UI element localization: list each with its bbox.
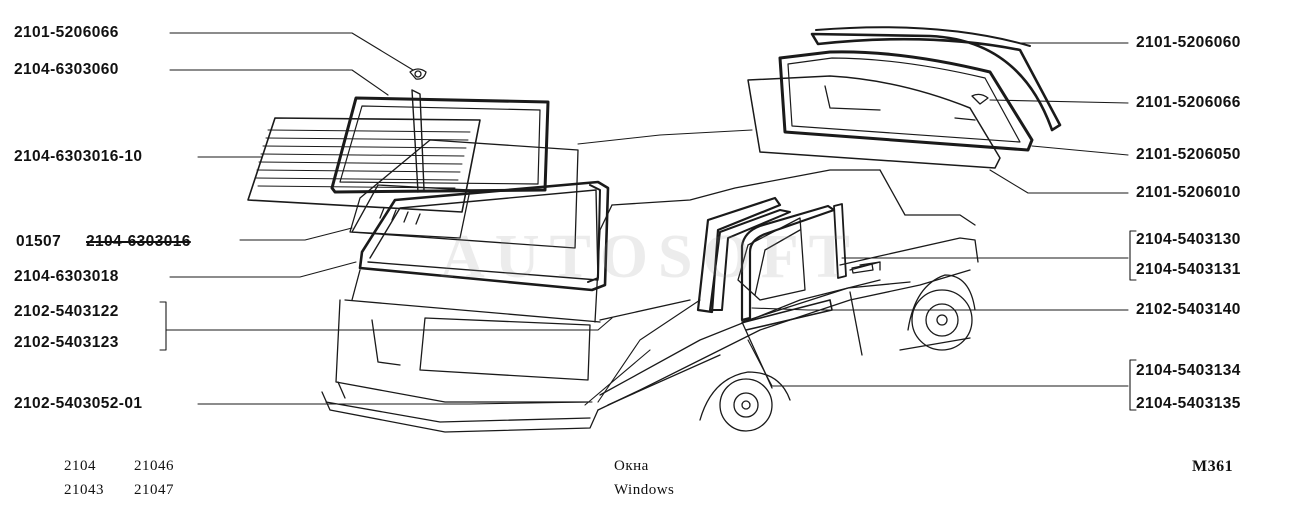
label-part-2104-6303016-struck: 2104-6303016 — [86, 233, 191, 250]
label-part-2101-5206060: 2101-5206060 — [1136, 34, 1241, 51]
label-part-2104-5403134: 2104-5403134 — [1136, 362, 1241, 379]
footer-page-code: M361 — [1192, 458, 1234, 475]
heater-grid-lines — [254, 129, 471, 189]
label-part-2101-5206066-right: 2101-5206066 — [1136, 94, 1241, 111]
label-part-2101-5206010: 2101-5206010 — [1136, 184, 1241, 201]
footer-model-2104: 2104 — [64, 458, 96, 474]
label-part-2104-5403131: 2104-5403131 — [1136, 261, 1241, 278]
label-part-2104-5403130: 2104-5403130 — [1136, 231, 1241, 248]
label-part-2104-5403135: 2104-5403135 — [1136, 395, 1241, 412]
footer-model-21046: 21046 — [134, 458, 174, 474]
label-part-2104-6303060: 2104-6303060 — [14, 61, 119, 78]
label-part-2102-5403140: 2102-5403140 — [1136, 301, 1241, 318]
label-part-2102-5403052-01: 2102-5403052-01 — [14, 395, 143, 412]
footer-title-ru: Окна — [614, 458, 649, 474]
label-part-2101-5206066-left: 2101-5206066 — [14, 24, 119, 41]
label-part-2102-5403123: 2102-5403123 — [14, 334, 119, 351]
label-part-2104-6303016-10: 2104-6303016-10 — [14, 148, 143, 165]
watermark: AUTOSOFT — [440, 223, 860, 291]
side-window-assembly — [696, 196, 847, 331]
footer-model-21043: 21043 — [64, 482, 104, 498]
label-part-01507: 01507 — [16, 233, 62, 250]
footer-model-21047: 21047 — [134, 482, 174, 498]
footer-title-en: Windows — [614, 482, 675, 498]
tailgate-glass-assembly — [247, 68, 610, 292]
leader-lines — [159, 32, 1137, 411]
label-part-2104-6303018: 2104-6303018 — [14, 268, 119, 285]
windshield-assembly — [747, 26, 1062, 169]
label-part-2102-5403122: 2102-5403122 — [14, 303, 119, 320]
label-part-2101-5206050: 2101-5206050 — [1136, 146, 1241, 163]
